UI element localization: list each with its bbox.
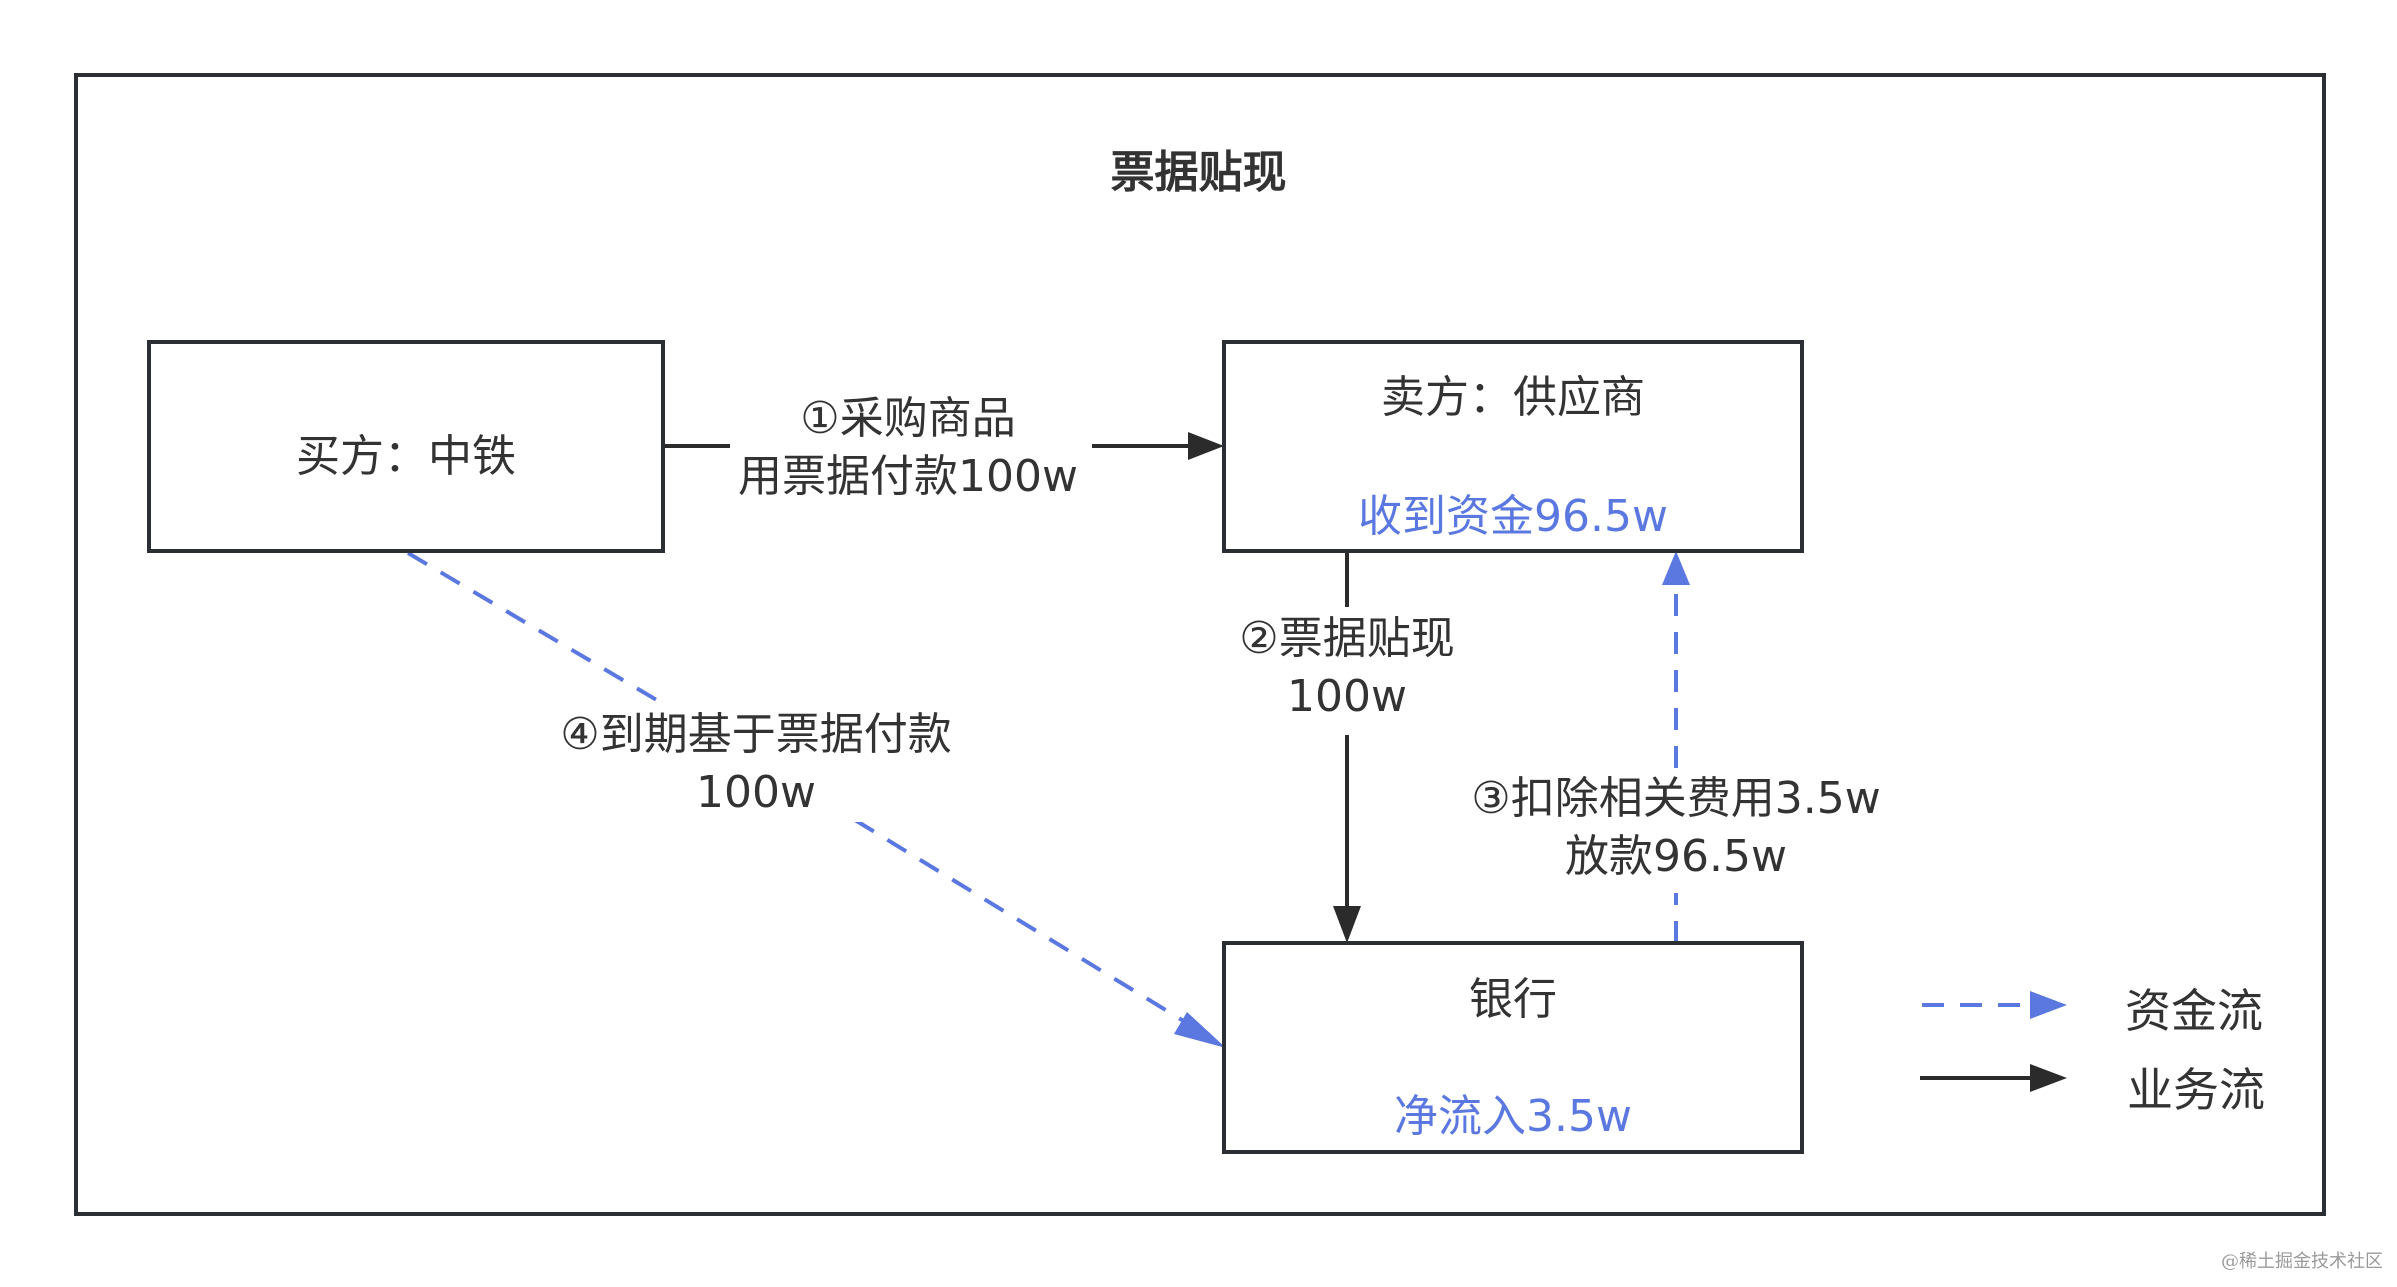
node-buyer-label: 买方：中铁 [296,431,516,482]
edge-purchase-label-line2: 用票据付款100w [738,451,1078,502]
edge-payout-label: ③扣除相关费用3.5w 放款96.5w [1471,770,1881,886]
edge-maturity-label-line2: 100w [696,767,816,818]
edge-maturity-line-a [406,551,662,704]
legend-business-label: 业务流 [2127,1063,2265,1117]
edge-discount-label-line1: ②票据贴现 [1239,613,1455,664]
edge-discount-label: ②票据贴现 100w [1239,610,1455,726]
edge-payout-label-line2: 放款96.5w [1565,831,1787,882]
edge-discount-arrowhead [1333,906,1361,943]
edge-payout-arrowhead [1662,551,1690,585]
edge-discount-label-line2: 100w [1287,671,1407,722]
diagram-title: 票据贴现 [1110,147,1287,198]
node-seller-note: 收到资金96.5w [1358,491,1668,542]
node-seller[interactable]: 卖方：供应商 收到资金96.5w [1222,340,1804,553]
edge-maturity-label-line1: ④到期基于票据付款 [560,709,952,760]
edge-purchase-label-line1: ①采购商品 [800,393,1016,444]
edge-purchase-arrowhead [1188,432,1224,460]
edge-payout-label-line1: ③扣除相关费用3.5w [1471,773,1881,824]
node-seller-label: 卖方：供应商 [1381,372,1645,423]
node-bank-note: 净流入3.5w [1394,1091,1632,1142]
edge-maturity-line-b [853,818,1197,1030]
legend-money-label: 资金流 [2125,984,2263,1038]
edge-maturity-arrowhead [1174,1012,1226,1048]
legend-business-arrowhead [2030,1064,2067,1092]
diagram-frame [74,73,2326,1216]
node-bank[interactable]: 银行 净流入3.5w [1222,941,1804,1154]
watermark: @稀土掘金技术社区 [2221,1251,2383,1272]
edge-maturity-label: ④到期基于票据付款 100w [560,706,952,822]
node-buyer[interactable]: 买方：中铁 [147,340,665,553]
legend-money-arrowhead [2030,991,2067,1019]
edge-purchase-label: ①采购商品 用票据付款100w [738,390,1078,506]
node-bank-label: 银行 [1469,974,1557,1025]
